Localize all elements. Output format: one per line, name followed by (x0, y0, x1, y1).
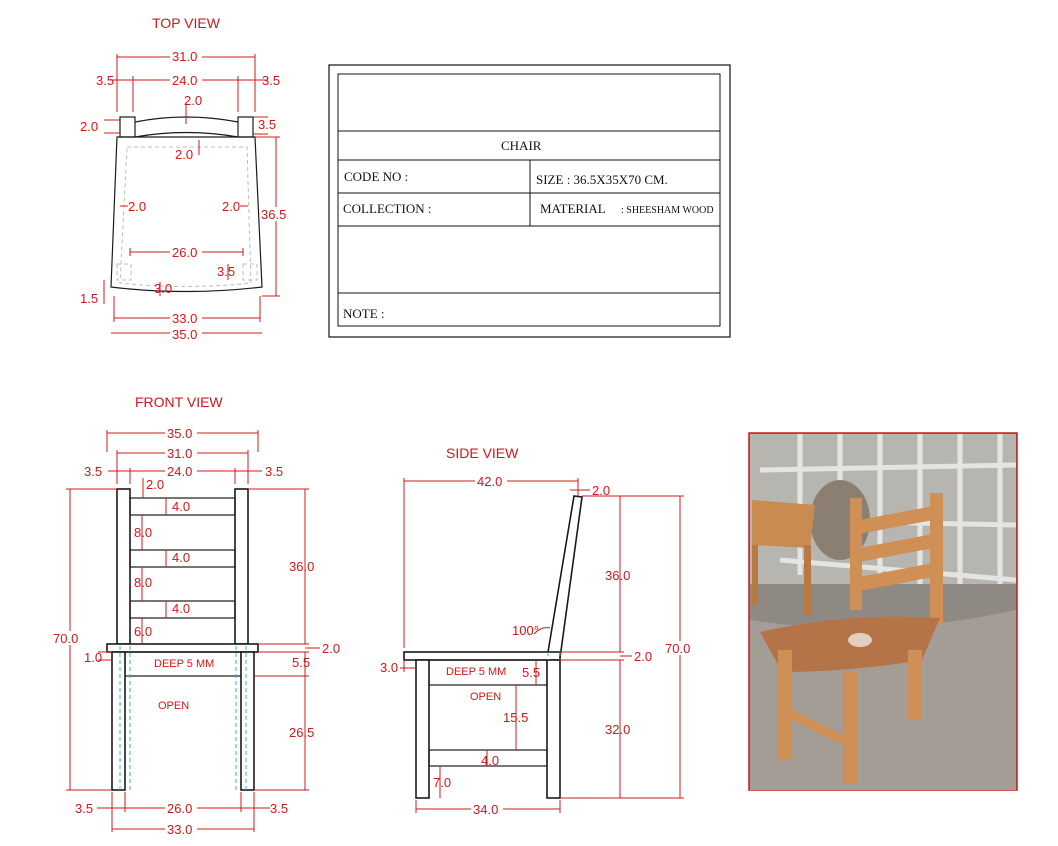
front-dim-4a: 4.0 (172, 499, 190, 514)
top-dim-2-rightin: 2.0 (222, 199, 240, 214)
side-dim-7: 7.0 (433, 775, 451, 790)
side-view-title: SIDE VIEW (446, 445, 519, 461)
front-dim-2r: 2.0 (322, 641, 340, 656)
front-dim-70: 70.0 (53, 631, 78, 646)
side-dim-2-mid: 2.0 (634, 649, 652, 664)
front-slat-top (129, 497, 236, 516)
front-leg-left (111, 651, 126, 791)
chair-photo (748, 432, 1018, 791)
top-view: TOP VIEW 31.0 24.0 3.5 3.5 2.0 2.0 3.5 2… (80, 15, 294, 342)
side-dim-100: 100° (512, 623, 539, 638)
front-deep-label: DEEP 5 MM (154, 658, 214, 670)
top-dim-35: 35.0 (172, 327, 197, 342)
front-view: FRONT VIEW 35.0 31.0 24.0 3.5 3.5 2.0 (52, 394, 340, 837)
front-dim-31: 31.0 (167, 446, 192, 461)
side-dim-70: 70.0 (665, 641, 690, 656)
front-dim-35-l: 3.5 (84, 464, 102, 479)
top-dim-35-side: 3.5 (258, 117, 276, 132)
top-dim-24-label: 24.0 (172, 73, 197, 88)
side-dim-155: 15.5 (503, 710, 528, 725)
top-dim-26: 26.0 (172, 245, 197, 260)
top-back-post-left (119, 116, 136, 138)
side-leg-back (546, 659, 561, 799)
top-front-leg-left (116, 263, 132, 281)
top-dim-365: 36.5 (261, 207, 286, 222)
side-open-label: OPEN (470, 691, 501, 703)
top-dim-2-left: 2.0 (80, 119, 98, 134)
title-block-code: CODE NO : (344, 169, 408, 184)
top-seat-hidden-line (119, 146, 252, 287)
top-seat-outline (110, 136, 263, 293)
top-back-post-right (237, 116, 254, 138)
top-dim-31-label: 31.0 (172, 49, 197, 64)
side-dim-42: 42.0 (477, 474, 502, 489)
front-dim-35-br: 3.5 (270, 801, 288, 816)
front-dim-8a: 8.0 (134, 525, 152, 540)
front-leg-right (240, 651, 255, 791)
title-block-product: CHAIR (501, 138, 542, 153)
front-dim-35-r: 3.5 (265, 464, 283, 479)
front-dim-265: 26.5 (289, 725, 314, 740)
front-dim-35: 35.0 (167, 426, 192, 441)
side-dim-4: 4.0 (481, 753, 499, 768)
top-dim-35-right: 3.5 (262, 73, 280, 88)
front-dim-8b: 8.0 (134, 575, 152, 590)
front-dim-24: 24.0 (167, 464, 192, 479)
front-slat-bottom (129, 600, 236, 619)
side-dim-2-top: 2.0 (592, 483, 610, 498)
front-dim-55: 5.5 (292, 655, 310, 670)
front-dim-6: 6.0 (134, 624, 152, 639)
front-dim-26: 26.0 (167, 801, 192, 816)
title-block-material-value: : SHEESHAM WOOD (621, 205, 714, 216)
side-leg-front (415, 659, 430, 799)
front-back-post-left (116, 488, 131, 645)
front-dim-36: 36.0 (289, 559, 314, 574)
front-slat-middle (129, 549, 236, 568)
front-back-post-right (234, 488, 249, 645)
side-dim-34: 34.0 (473, 802, 498, 817)
top-dim-2-top: 2.0 (184, 93, 202, 108)
side-dim-36: 36.0 (605, 568, 630, 583)
top-front-leg-right (242, 263, 258, 281)
photo-chair (760, 493, 943, 784)
front-dim-2: 2.0 (146, 477, 164, 492)
side-deep-label: DEEP 5 MM (446, 666, 506, 678)
side-view: SIDE VIEW 42.0 2.0 36.0 70.0 100° 3.0 DE… (380, 445, 698, 817)
title-block-note: NOTE : (343, 306, 385, 321)
top-dim-35-front: 3.5 (217, 264, 235, 279)
front-view-title: FRONT VIEW (135, 394, 223, 410)
side-seat (403, 651, 561, 661)
front-dim-4b: 4.0 (172, 550, 190, 565)
title-block-collection: COLLECTION : (343, 201, 431, 216)
top-dim-33: 33.0 (172, 311, 197, 326)
title-block-size: SIZE : 36.5X35X70 CM. (536, 172, 668, 187)
top-dim-2-inner: 2.0 (175, 147, 193, 162)
title-block-material: MATERIAL (540, 201, 606, 216)
top-dim-15: 1.5 (80, 291, 98, 306)
front-dim-4c: 4.0 (172, 601, 190, 616)
side-stretcher (428, 749, 548, 767)
side-dim-32: 32.0 (605, 722, 630, 737)
top-view-title: TOP VIEW (152, 15, 221, 31)
top-dim-2-leftin: 2.0 (128, 199, 146, 214)
top-dim-35-left: 3.5 (96, 73, 114, 88)
title-block: CHAIR CODE NO : SIZE : 36.5X35X70 CM. CO… (328, 64, 731, 338)
front-dim-33: 33.0 (167, 822, 192, 837)
side-dim-55: 5.5 (522, 665, 540, 680)
front-dim-35-bl: 3.5 (75, 801, 93, 816)
top-dim-3: 3.0 (154, 281, 172, 296)
side-backrest-post (546, 495, 583, 659)
side-dim-3: 3.0 (380, 660, 398, 675)
front-open-label: OPEN (158, 700, 189, 712)
front-dim-1: 1.0 (84, 650, 102, 665)
